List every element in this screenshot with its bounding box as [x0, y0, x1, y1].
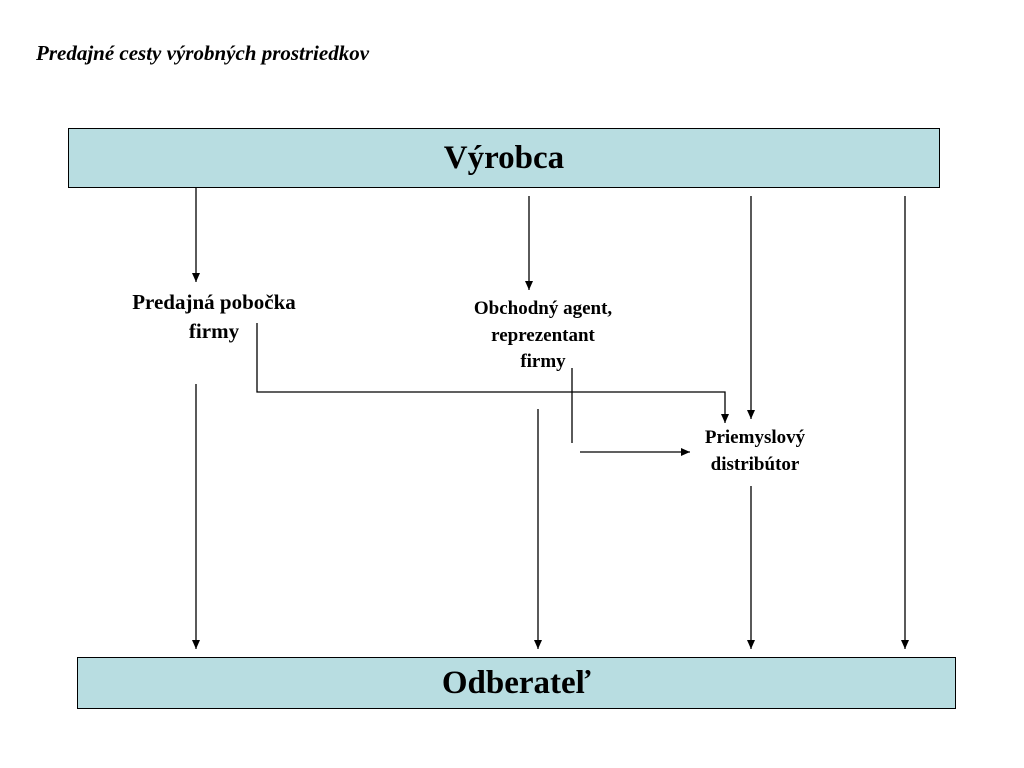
customer-label: Odberateľ — [441, 664, 592, 701]
agent-label-line-2: reprezentant — [491, 324, 595, 346]
distributor-label-line-1: Priemyslový — [704, 427, 806, 448]
producer-box: Výrobca — [68, 128, 940, 188]
producer-label: Výrobca — [443, 139, 565, 176]
agent-node: Obchodný agent, reprezentant firmy — [441, 296, 645, 376]
branch-label-line-2: firmy — [188, 319, 240, 344]
arrow-branch-to-distributor — [256, 323, 729, 423]
customer-box: Odberateľ — [77, 657, 956, 709]
diagram-title: Predajné cesty výrobných prostriedkov — [36, 41, 370, 65]
branch-label-line-1: Predajná pobočka — [132, 290, 296, 314]
distributor-label-line-2: distribútor — [710, 453, 800, 475]
distributor-node: Priemyslový distribútor — [670, 425, 840, 478]
agent-label-line-1: Obchodný agent, — [473, 298, 613, 319]
agent-label-line-3: firmy — [520, 351, 566, 373]
branch-node: Predajná pobočka firmy — [96, 288, 332, 347]
